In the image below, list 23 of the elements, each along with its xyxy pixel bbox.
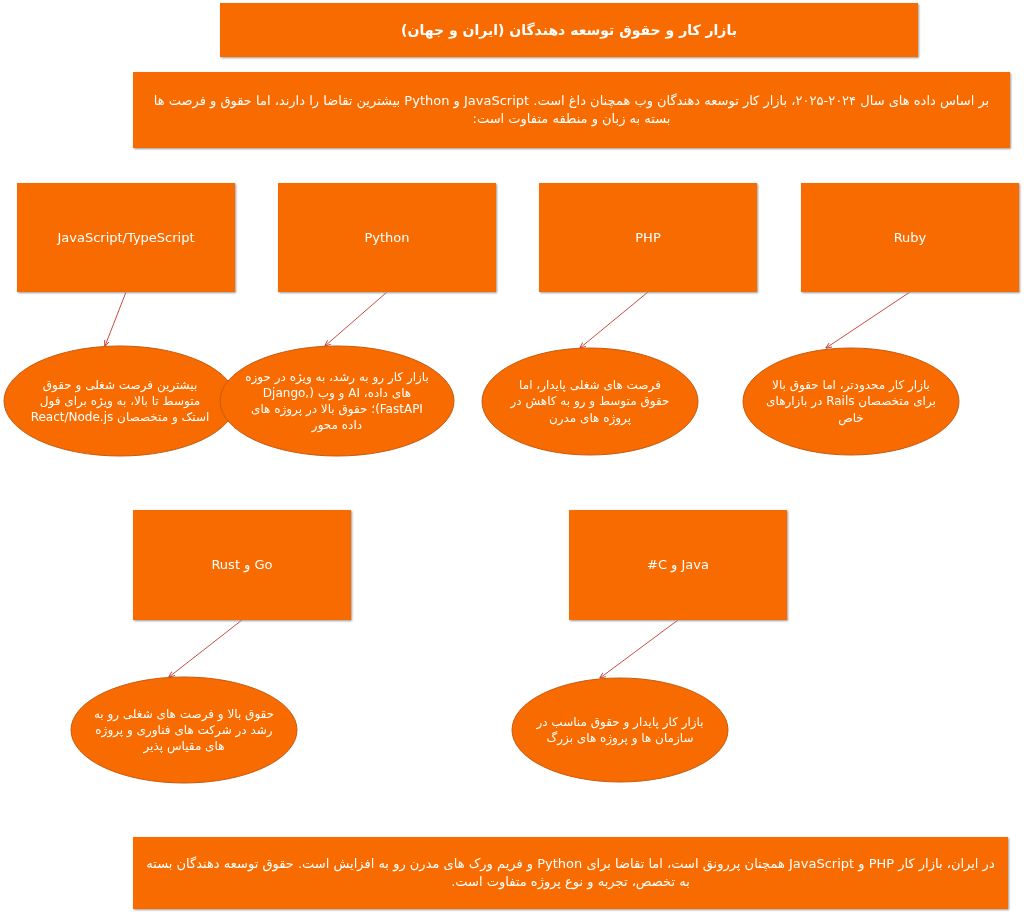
language-label: Go و Rust <box>211 556 273 574</box>
language-box <box>539 183 757 292</box>
note-box <box>133 837 1008 909</box>
description-text: بازار کار رو به رشد، به ویژه در حوزه های داده، AI و وب (Django, FastAPI)؛ حقوق بالا در پروژه های داده محور <box>244 368 430 434</box>
note-text: بر اساس داده های سال ۲۰۲۴-۲۰۲۵، بازار کار توسعه دهندگان وب همچنان داغ است. JavaScript و Python بیشترین تقاضا را دارند، اما حقوق و فرصت ها بسته به زبان و منطقه متفاوت است: <box>152 92 991 128</box>
language-box <box>133 510 351 620</box>
note-text: در ایران، بازار کار PHP و JavaScript همچنان پررونق است، اما تقاضا برای Python و فریم ورک های مدرن رو به افزایش است. حقوق توسعه دهندگان بسته به تخصص، تجربه و نوع پروژه متفاوت است. <box>145 855 996 891</box>
language-label: Ruby <box>893 228 927 247</box>
description-text: بازار کار پایدار و حقوق مناسب در سازمان ها و پروژه های بزرگ <box>535 713 705 747</box>
language-box <box>278 183 496 292</box>
title: بازار کار و حقوق توسعه دهندگان (ایران و جهان) <box>401 22 737 38</box>
description-text: بیشترین فرصت شغلی و حقوق متوسط تا بالا، به ویژه برای فول استک و متخصصان React/Node.js <box>29 376 211 426</box>
language-label: JavaScript/TypeScript <box>57 228 195 247</box>
language-box <box>17 183 235 292</box>
language-label: PHP <box>635 228 661 247</box>
language-box <box>801 183 1019 292</box>
language-label: Python <box>364 228 410 247</box>
description-text: حقوق بالا و فرصت های شغلی رو به رشد در شرکت های فناوری و پروژه های مقیاس پذیر <box>92 705 276 755</box>
note-box <box>133 72 1010 148</box>
description-text: بازار کار محدودتر، اما حقوق بالا برای متخصصان Rails در بازارهای خاص <box>766 377 936 426</box>
language-box <box>569 510 787 620</box>
description-text: فرصت های شغلی پایدار، اما حقوق متوسط و رو به کاهش در پروژه های مدرن <box>509 377 671 426</box>
language-label: Java و C# <box>647 556 709 574</box>
